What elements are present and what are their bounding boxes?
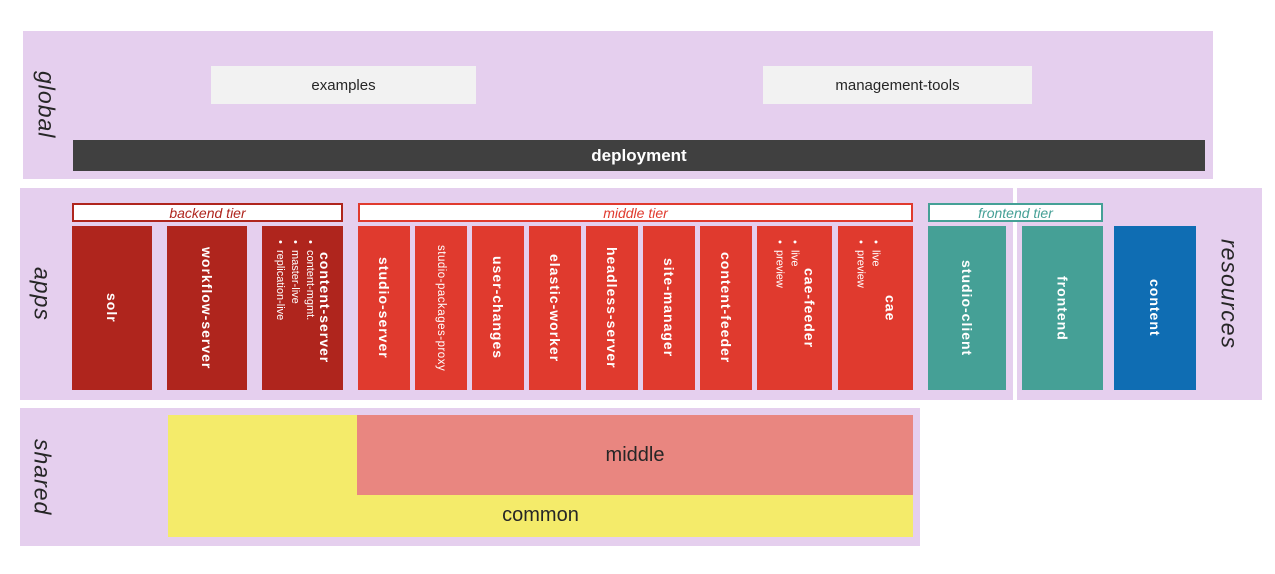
middle-label: middle: [605, 443, 665, 466]
column-title: cae-feeder: [801, 267, 818, 349]
band-apps: apps backend tier middle tier frontend t…: [20, 188, 1103, 400]
column-cae: cae live preview: [838, 226, 913, 390]
band-global: global examples management-tools deploym…: [23, 31, 1213, 179]
column-cae-feeder: cae-feeder live preview: [757, 226, 832, 390]
management-tools-box: management-tools: [763, 66, 1032, 104]
bullet-item: preview: [772, 240, 787, 288]
middle-box: middle: [357, 415, 913, 495]
box-frontend: frontend: [1022, 226, 1103, 390]
column-title: elastic-worker: [547, 253, 563, 363]
resource-title: frontend: [1054, 275, 1071, 341]
column-title: content-feeder: [718, 252, 734, 364]
column-title: studio-client: [959, 259, 975, 357]
column-studio-server: studio-server: [358, 226, 410, 390]
backend-tier-title: backend tier: [169, 204, 246, 221]
global-band-label: global: [33, 71, 60, 139]
box-content: content: [1114, 226, 1196, 390]
column-title: workflow-server: [199, 246, 215, 370]
resources-band-label: resources: [1216, 239, 1243, 349]
column-solr: solr: [72, 226, 152, 390]
common-label: common: [502, 504, 579, 526]
bullet-item: live: [787, 240, 802, 288]
column-workflow-server: workflow-server: [167, 226, 247, 390]
bullet-item: content-mgmt.: [302, 240, 317, 320]
bullet-list: live preview: [853, 226, 883, 288]
tier-label-frontend: frontend tier: [928, 203, 1103, 222]
apps-band-label: apps: [29, 267, 56, 321]
examples-label: examples: [311, 76, 376, 94]
column-title: studio-packages-proxy: [435, 244, 447, 372]
column-site-manager: site-manager: [643, 226, 695, 390]
column-title: user-changes: [490, 256, 506, 360]
column-title: cae: [882, 294, 899, 322]
management-tools-label: management-tools: [835, 76, 960, 94]
examples-box: examples: [211, 66, 476, 104]
column-title: studio-server: [376, 257, 392, 359]
frontend-tier-title: frontend tier: [978, 204, 1053, 221]
tier-label-backend: backend tier: [72, 203, 343, 222]
column-title: site-manager: [661, 258, 677, 358]
column-user-changes: user-changes: [472, 226, 524, 390]
band-resources: resources frontend content: [1017, 188, 1262, 400]
column-title: content-server: [317, 252, 333, 364]
column-studio-packages-proxy: studio-packages-proxy: [415, 226, 467, 390]
column-elastic-worker: elastic-worker: [529, 226, 581, 390]
column-headless-server: headless-server: [586, 226, 638, 390]
band-shared: shared common middle: [20, 408, 920, 546]
resource-title: content: [1147, 279, 1163, 337]
column-title: headless-server: [604, 247, 620, 369]
column-studio-client: studio-client: [928, 226, 1006, 390]
deployment-label: deployment: [591, 145, 687, 165]
column-content-server: content-server content-mgmt. master-live…: [262, 226, 343, 390]
bullet-item: live: [868, 240, 883, 288]
bullet-item: replication-live: [272, 240, 287, 320]
bullet-item: master-live: [287, 240, 302, 320]
tier-label-middle: middle tier: [358, 203, 913, 222]
deployment-bar: deployment: [73, 140, 1205, 171]
bullet-item: preview: [853, 240, 868, 288]
shared-band-label: shared: [29, 438, 56, 516]
middle-tier-title: middle tier: [603, 204, 668, 221]
column-title: solr: [104, 293, 120, 323]
column-content-feeder: content-feeder: [700, 226, 752, 390]
bullet-list: content-mgmt. master-live replication-li…: [272, 226, 317, 320]
bullet-list: live preview: [772, 226, 802, 288]
